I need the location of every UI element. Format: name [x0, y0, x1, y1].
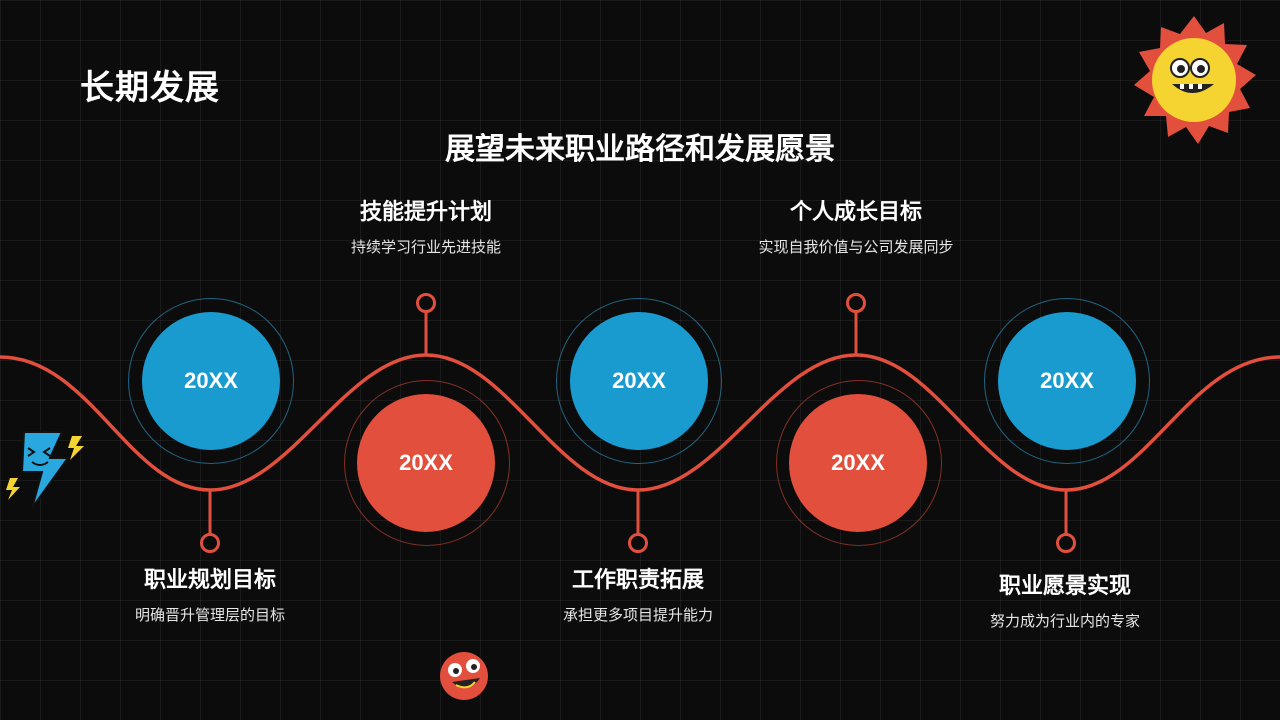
milestone-4-badge: 20XX	[789, 394, 927, 532]
connector-dot-2	[416, 293, 436, 313]
milestone-4-title: 个人成长目标	[789, 200, 922, 225]
milestone-1-desc: 明确晋升管理层的目标	[134, 606, 285, 624]
milestone-3-ring	[556, 298, 722, 464]
milestone-2-ring	[344, 380, 510, 546]
milestone-2-title: 技能提升计划	[359, 200, 492, 225]
milestone-1-title: 职业规划目标	[143, 568, 276, 593]
milestone-3-badge: 20XX	[570, 312, 708, 450]
connector-dot-1	[200, 533, 220, 553]
milestone-5-ring	[984, 298, 1150, 464]
milestone-5-badge: 20XX	[998, 312, 1136, 450]
page-title: 长期发展	[80, 68, 220, 108]
connector-dot-3	[628, 533, 648, 553]
milestone-2-desc: 持续学习行业先进技能	[350, 238, 501, 256]
milestone-2-badge: 20XX	[357, 394, 495, 532]
milestone-5-title: 职业愿景实现	[998, 574, 1131, 599]
milestone-3-title: 工作职责拓展	[571, 568, 704, 593]
connector-dot-4	[846, 293, 866, 313]
milestone-4-desc: 实现自我价值与公司发展同步	[758, 238, 954, 256]
milestone-4-ring	[776, 380, 942, 546]
milestone-1-ring	[128, 298, 294, 464]
milestone-3-desc: 承担更多项目提升能力	[562, 606, 713, 624]
connector-dot-5	[1056, 533, 1076, 553]
page-subtitle: 展望未来职业路径和发展愿景	[445, 132, 835, 167]
milestone-1-badge: 20XX	[142, 312, 280, 450]
milestone-5-desc: 努力成为行业内的专家	[989, 612, 1140, 630]
